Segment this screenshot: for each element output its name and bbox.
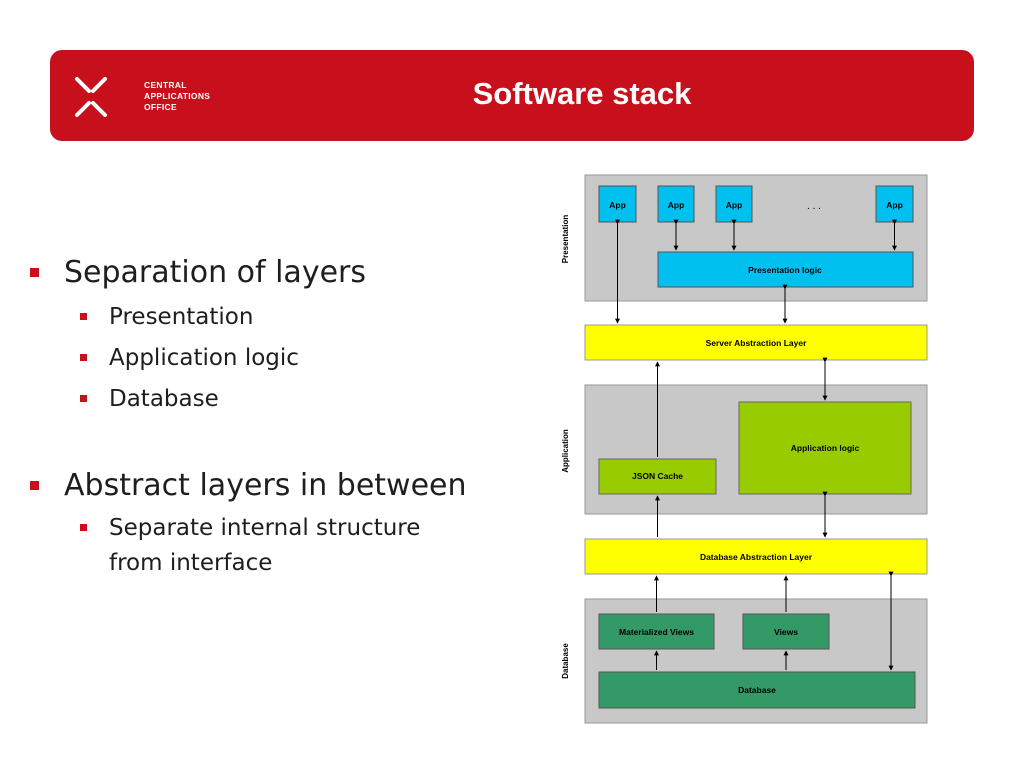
materialized-views-label: Materialized Views xyxy=(619,627,694,637)
app-box-3: App xyxy=(715,185,753,223)
app-label: App xyxy=(609,200,626,210)
sub-bullet-text: Presentation xyxy=(109,304,254,330)
connector-arrows xyxy=(615,219,897,671)
database-label: Database xyxy=(738,685,776,695)
database-layer-label: Database Abstraction Layer xyxy=(700,552,813,562)
bullet-marker xyxy=(30,268,39,277)
app-box-1: App xyxy=(598,185,637,223)
bullet-separation: Separation of layers xyxy=(28,255,498,291)
slide-title: Software stack xyxy=(472,76,692,111)
views-box: Views xyxy=(742,613,830,650)
app-label: App xyxy=(886,200,903,210)
application-logic-label: Application logic xyxy=(791,443,860,453)
logo-line-central: CENTRAL xyxy=(144,80,187,90)
logo-mark-icon xyxy=(75,77,107,117)
section-label-presentation: Presentation xyxy=(561,215,570,264)
app-box-2: App xyxy=(657,185,695,223)
sub-bullet-text: from interface xyxy=(109,550,273,576)
sub-bullet-presentation: Presentation xyxy=(28,303,498,332)
bullet-marker xyxy=(80,524,87,531)
sub-bullet-application-logic: Application logic xyxy=(28,344,498,373)
bullet-abstract-layers: Abstract layers in between xyxy=(28,468,498,504)
presentation-logic-label: Presentation logic xyxy=(748,265,822,275)
app-label: App xyxy=(668,200,685,210)
sub-bullet-database: Database xyxy=(28,385,498,414)
app-label: App xyxy=(726,200,743,210)
bullet-list: Separation of layers Presentation Applic… xyxy=(28,255,498,578)
database-abstraction-layer: Database Abstraction Layer xyxy=(584,538,928,575)
sub-bullet-text: Application logic xyxy=(109,345,299,371)
database-box: Database xyxy=(598,671,916,709)
bullet-text: Abstract layers in between xyxy=(64,468,467,503)
bullet-text: Separation of layers xyxy=(64,255,366,290)
json-cache-box: JSON Cache xyxy=(598,458,717,495)
materialized-views-box: Materialized Views xyxy=(598,613,715,650)
header-banner: CENTRAL APPLICATIONS OFFICE Software sta… xyxy=(50,50,974,141)
bullet-marker xyxy=(30,481,39,490)
app-box-4: App xyxy=(875,185,914,223)
sub-bullet-text: Database xyxy=(109,386,219,412)
application-logic-box: Application logic xyxy=(738,401,912,495)
software-stack-diagram: Presentation Application Database App Ap… xyxy=(561,174,928,724)
section-label-database: Database xyxy=(561,643,570,679)
views-label: Views xyxy=(774,627,798,637)
apps-ellipsis: . . . xyxy=(807,201,821,212)
bullet-marker xyxy=(80,354,87,361)
bullet-marker xyxy=(80,313,87,320)
server-abstraction-layer: Server Abstraction Layer xyxy=(584,324,928,361)
sub-bullet-from-interface: from interface xyxy=(28,549,498,578)
logo-line-applications: APPLICATIONS xyxy=(144,91,211,101)
server-layer-label: Server Abstraction Layer xyxy=(706,338,807,348)
json-cache-label: JSON Cache xyxy=(632,471,683,481)
sub-bullet-text: Separate internal structure xyxy=(109,515,421,541)
sub-bullet-separate-structure: Separate internal structure xyxy=(28,514,498,543)
logo-text: CENTRAL APPLICATIONS OFFICE xyxy=(144,80,210,113)
cao-logo: CENTRAL APPLICATIONS OFFICE xyxy=(72,74,210,120)
section-label-application: Application xyxy=(561,429,570,473)
logo-line-office: OFFICE xyxy=(144,102,177,112)
presentation-logic-box: Presentation logic xyxy=(657,251,914,288)
bullet-marker xyxy=(80,395,87,402)
